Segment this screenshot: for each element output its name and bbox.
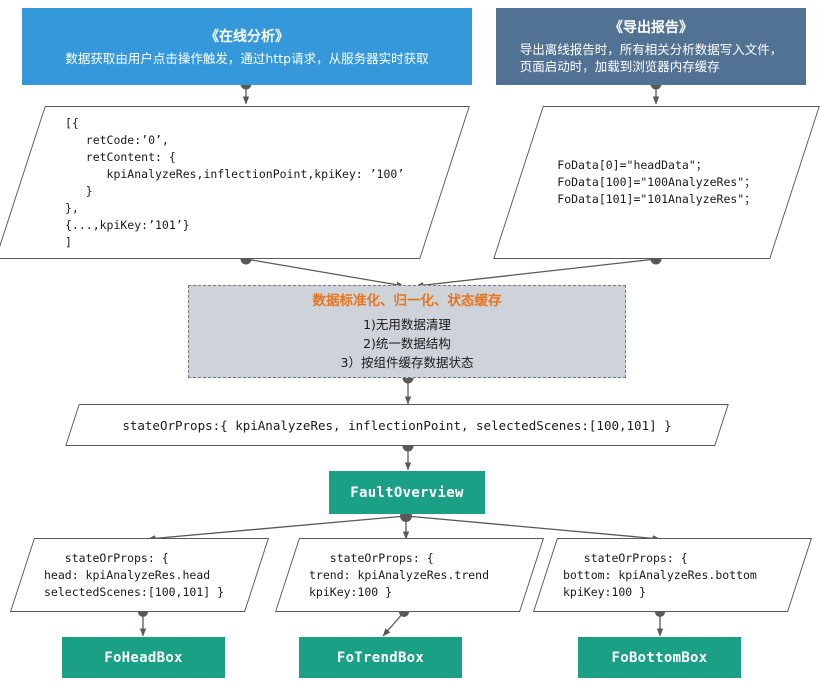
wire-faultoverview-to-bottom bbox=[405, 515, 661, 542]
component-fo-bottom-box-label: FoBottomBox bbox=[611, 649, 708, 666]
data-shape-export-payload: FoData[0]="headData"； FoData[100]="100An… bbox=[493, 106, 820, 259]
component-fo-trend-box-label: FoTrendBox bbox=[336, 649, 425, 666]
data-shape-state-props-root: stateOrProps:{ kpiAnalyzeRes, inflection… bbox=[65, 404, 729, 446]
process-title: 数据标准化、归一化、状态缓存 bbox=[312, 293, 502, 309]
component-fault-overview-label: FaultOverview bbox=[350, 484, 464, 501]
note-online-analysis: 《在线分析》 数据获取由用户点击操作触发，通过http请求，从服务器实时获取 bbox=[22, 8, 472, 85]
state-props-head-text: stateOrProps: { head: kpiAnalyzeRes.head… bbox=[44, 550, 225, 599]
component-fo-bottom-box[interactable]: FoBottomBox bbox=[578, 637, 741, 678]
data-shape-state-props-head: stateOrProps: { head: kpiAnalyzeRes.head… bbox=[9, 538, 270, 612]
state-props-bottom-text: stateOrProps: { bottom: kpiAnalyzeRes.bo… bbox=[563, 550, 757, 599]
state-props-trend-text: stateOrProps: { trend: kpiAnalyzeRes.tre… bbox=[309, 550, 490, 599]
wire-faultoverview-to-head bbox=[147, 515, 407, 542]
wire-onlinepayload-to-process bbox=[245, 258, 405, 288]
note-online-body: 数据获取由用户点击操作触发，通过http请求，从服务器实时获取 bbox=[65, 50, 429, 66]
wire-trendprops-to-fotrendbox bbox=[382, 611, 405, 637]
wire-exportpayload-to-process bbox=[415, 258, 657, 289]
process-step-3: 3）按组件缓存数据状态 bbox=[340, 355, 474, 370]
process-normalization-box: 数据标准化、归一化、状态缓存 1)无用数据清理 2)统一数据结构 3）按组件缓存… bbox=[188, 285, 626, 378]
note-export-report: 《导出报告》 导出离线报告时，所有相关分析数据写入文件， 页面启动时，加载到浏览… bbox=[496, 8, 806, 85]
online-payload-text: [{ retCode:’0’, retContent: { kpiAnalyze… bbox=[65, 115, 405, 249]
data-shape-state-props-bottom: stateOrProps: { bottom: kpiAnalyzeRes.bo… bbox=[532, 538, 813, 612]
component-fo-trend-box[interactable]: FoTrendBox bbox=[299, 637, 462, 678]
process-step-2: 2)统一数据结构 bbox=[363, 336, 451, 351]
export-payload-text: FoData[0]="headData"； FoData[100]="100An… bbox=[557, 158, 756, 206]
component-fo-head-box-label: FoHeadBox bbox=[104, 649, 183, 666]
component-fault-overview[interactable]: FaultOverview bbox=[329, 471, 485, 514]
process-step-1: 1)无用数据清理 bbox=[363, 317, 451, 332]
note-export-title: 《导出报告》 bbox=[609, 20, 693, 36]
note-online-title: 《在线分析》 bbox=[205, 28, 289, 45]
state-props-root-text: stateOrProps:{ kpiAnalyzeRes, inflection… bbox=[122, 417, 672, 433]
component-fo-head-box[interactable]: FoHeadBox bbox=[62, 637, 225, 678]
data-shape-online-payload: [{ retCode:’0’, retContent: { kpiAnalyze… bbox=[0, 106, 470, 259]
note-export-body: 导出离线报告时，所有相关分析数据写入文件， 页面启动时，加载到浏览器内存缓存 bbox=[519, 42, 783, 74]
data-shape-state-props-trend: stateOrProps: { trend: kpiAnalyzeRes.tre… bbox=[274, 538, 545, 612]
